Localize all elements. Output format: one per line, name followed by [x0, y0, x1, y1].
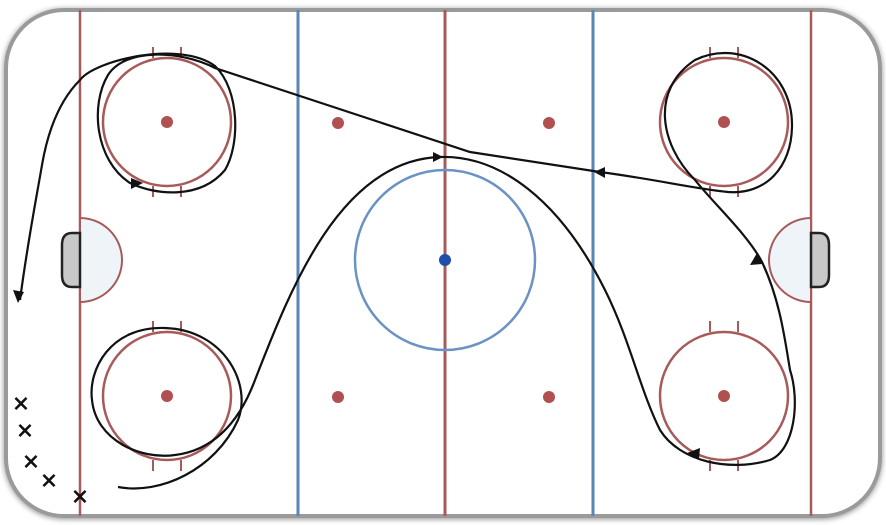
faceoff-ring	[101, 330, 233, 462]
faceoff-circle-defensive-zone-top-left	[101, 47, 233, 197]
faceoff-dot	[161, 116, 173, 128]
neutral-dot-neutral-bottom-right	[543, 391, 555, 403]
faceoff-dot	[718, 390, 730, 402]
arrow-head	[687, 448, 700, 459]
players: ×××××	[12, 392, 89, 510]
neutral-dot-neutral-bottom-left	[332, 391, 344, 403]
goal-crease-left	[79, 216, 123, 304]
faceoff-circle-defensive-zone-bottom-left	[101, 321, 233, 471]
player-marker: ×	[12, 392, 30, 417]
faceoff-dot	[161, 390, 173, 402]
player-marker: ×	[22, 450, 40, 475]
goal-crease-right	[768, 216, 812, 304]
faceoff-circle-offensive-zone-bottom-right	[658, 321, 790, 471]
goal-net-right	[809, 231, 831, 289]
neutral-zone-dots	[332, 117, 555, 403]
player-marker: ×	[40, 469, 58, 494]
arrow-head	[13, 290, 24, 303]
neutral-dot-neutral-top-left	[332, 117, 344, 129]
arrow-head	[433, 152, 443, 162]
faceoff-ring	[658, 56, 790, 188]
faceoff-circles	[101, 47, 790, 471]
center-faceoff-dot	[439, 254, 451, 266]
faceoff-ring	[658, 330, 790, 462]
center-faceoff-circle	[353, 168, 537, 352]
arrow-head	[594, 167, 605, 178]
arrow-head	[750, 253, 762, 265]
faceoff-ring	[101, 56, 233, 188]
arrow-head	[131, 178, 143, 189]
drill-skating-path	[18, 51, 796, 490]
player-marker: ×	[16, 419, 34, 444]
player-marker: ×	[71, 485, 89, 510]
goal-net-left	[60, 231, 82, 289]
drill-arrows	[13, 152, 762, 459]
neutral-dot-neutral-top-right	[543, 117, 555, 129]
faceoff-dot	[718, 116, 730, 128]
